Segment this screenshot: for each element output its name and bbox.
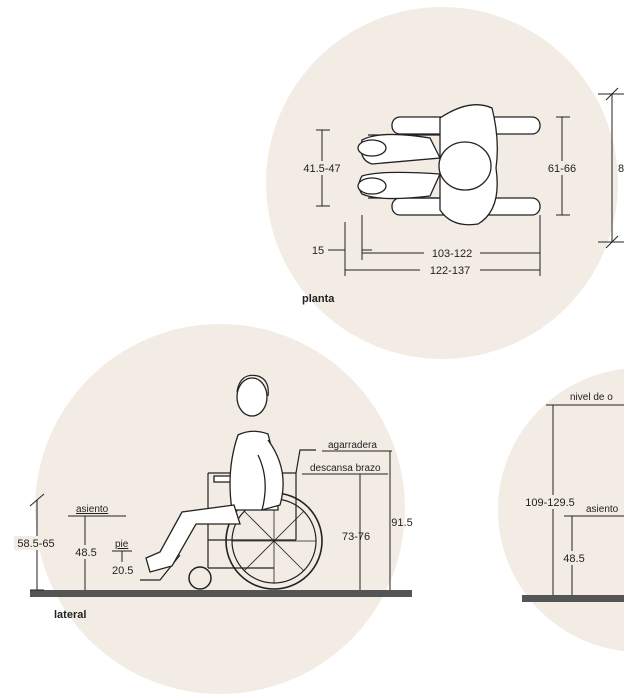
side-view: 58.5-65 asiento 48.5 pie 20.5 agarradera… xyxy=(14,374,413,621)
side-dim-seat: 48.5 xyxy=(75,547,96,559)
side-floor xyxy=(30,590,412,597)
side-caster xyxy=(188,566,212,590)
top-caption: planta xyxy=(302,293,335,305)
side-dim-handle: 91.5 xyxy=(391,517,412,529)
top-view: 41.5-47 61-66 8 15 103-122 122-137 plant… xyxy=(300,87,624,305)
side-label-pie: pie xyxy=(115,539,129,550)
side-legs xyxy=(145,504,241,573)
side-dim-foot: 20.5 xyxy=(112,565,133,577)
front-label-nivel: nivel de o xyxy=(570,392,613,403)
front-floor xyxy=(522,595,624,602)
side-label-descansa: descansa brazo xyxy=(310,463,381,474)
top-dim-b: 61-66 xyxy=(548,163,576,175)
top-dim-partial: 8 xyxy=(618,163,624,175)
front-label-asiento: asiento xyxy=(586,504,619,515)
side-label-asiento: asiento xyxy=(76,504,109,515)
side-label-agarradera: agarradera xyxy=(328,440,377,451)
side-dim-total: 58.5-65 xyxy=(17,538,54,550)
front-view-circle xyxy=(498,368,624,652)
top-head xyxy=(438,141,492,191)
side-dim-arm: 73-76 xyxy=(342,531,370,543)
front-dim-seat: 48.5 xyxy=(563,553,584,565)
front-dim-total: 109-129.5 xyxy=(525,497,575,509)
top-dim-e: 122-137 xyxy=(430,265,470,277)
top-dim-d: 103-122 xyxy=(432,248,472,260)
top-foot-lower xyxy=(357,177,387,195)
front-view: nivel de o 109-129.5 asiento 48.5 xyxy=(520,392,624,602)
top-foot-upper xyxy=(357,139,387,157)
top-dim-c: 15 xyxy=(312,245,324,257)
side-caption: lateral xyxy=(54,609,86,621)
side-arm xyxy=(257,439,284,511)
top-dim-a: 41.5-47 xyxy=(303,163,340,175)
side-head xyxy=(236,377,268,417)
